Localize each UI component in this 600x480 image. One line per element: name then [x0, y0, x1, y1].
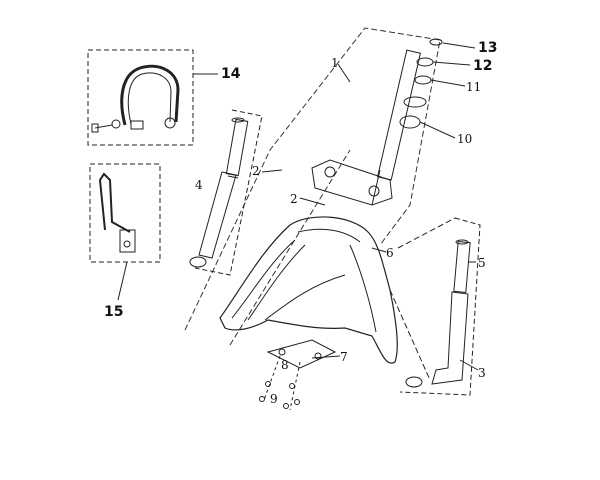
right-fork-outline — [399, 217, 481, 396]
leader-15 — [117, 261, 128, 301]
callout-7: 7 — [340, 350, 348, 364]
guide-line-right — [397, 217, 456, 249]
leader-2a — [261, 169, 283, 173]
leader-3 — [459, 359, 479, 371]
leader-1 — [337, 63, 351, 83]
left-fork-tube — [189, 117, 249, 268]
callout-1: 1 — [331, 56, 339, 70]
fastener-heads — [259, 381, 300, 409]
box-bracket — [89, 163, 161, 263]
front-fender — [219, 216, 398, 364]
callout-13: 13 — [478, 40, 498, 56]
callout-2a: 2 — [252, 164, 260, 178]
callout-15: 15 — [104, 304, 124, 320]
leader-11 — [430, 79, 466, 87]
callout-9: 9 — [270, 392, 278, 406]
leader-7 — [311, 355, 341, 359]
callout-3: 3 — [478, 366, 486, 380]
callout-10: 10 — [457, 132, 473, 146]
stem-group-outline — [184, 27, 441, 346]
callout-14: 14 — [221, 66, 241, 82]
leader-6 — [371, 247, 387, 253]
leader-13 — [442, 42, 476, 49]
callout-2b: 2 — [290, 192, 298, 206]
callout-12: 12 — [473, 58, 493, 74]
leader-12 — [432, 61, 471, 66]
fender-brace — [266, 339, 337, 369]
box-clamp — [87, 49, 194, 146]
guide-line-fender — [389, 289, 431, 381]
clamp-part — [91, 64, 180, 133]
callout-6: 6 — [386, 246, 394, 260]
leader-10 — [419, 121, 456, 139]
callout-5: 5 — [478, 256, 486, 270]
right-fork-tube — [405, 239, 471, 388]
triple-clamp — [311, 159, 393, 206]
left-fork-outline — [194, 109, 263, 276]
leader-2b — [299, 197, 326, 206]
callout-4: 4 — [195, 178, 203, 192]
callout-11: 11 — [466, 80, 482, 94]
bracket-part — [98, 172, 136, 253]
callout-8: 8 — [281, 358, 289, 372]
